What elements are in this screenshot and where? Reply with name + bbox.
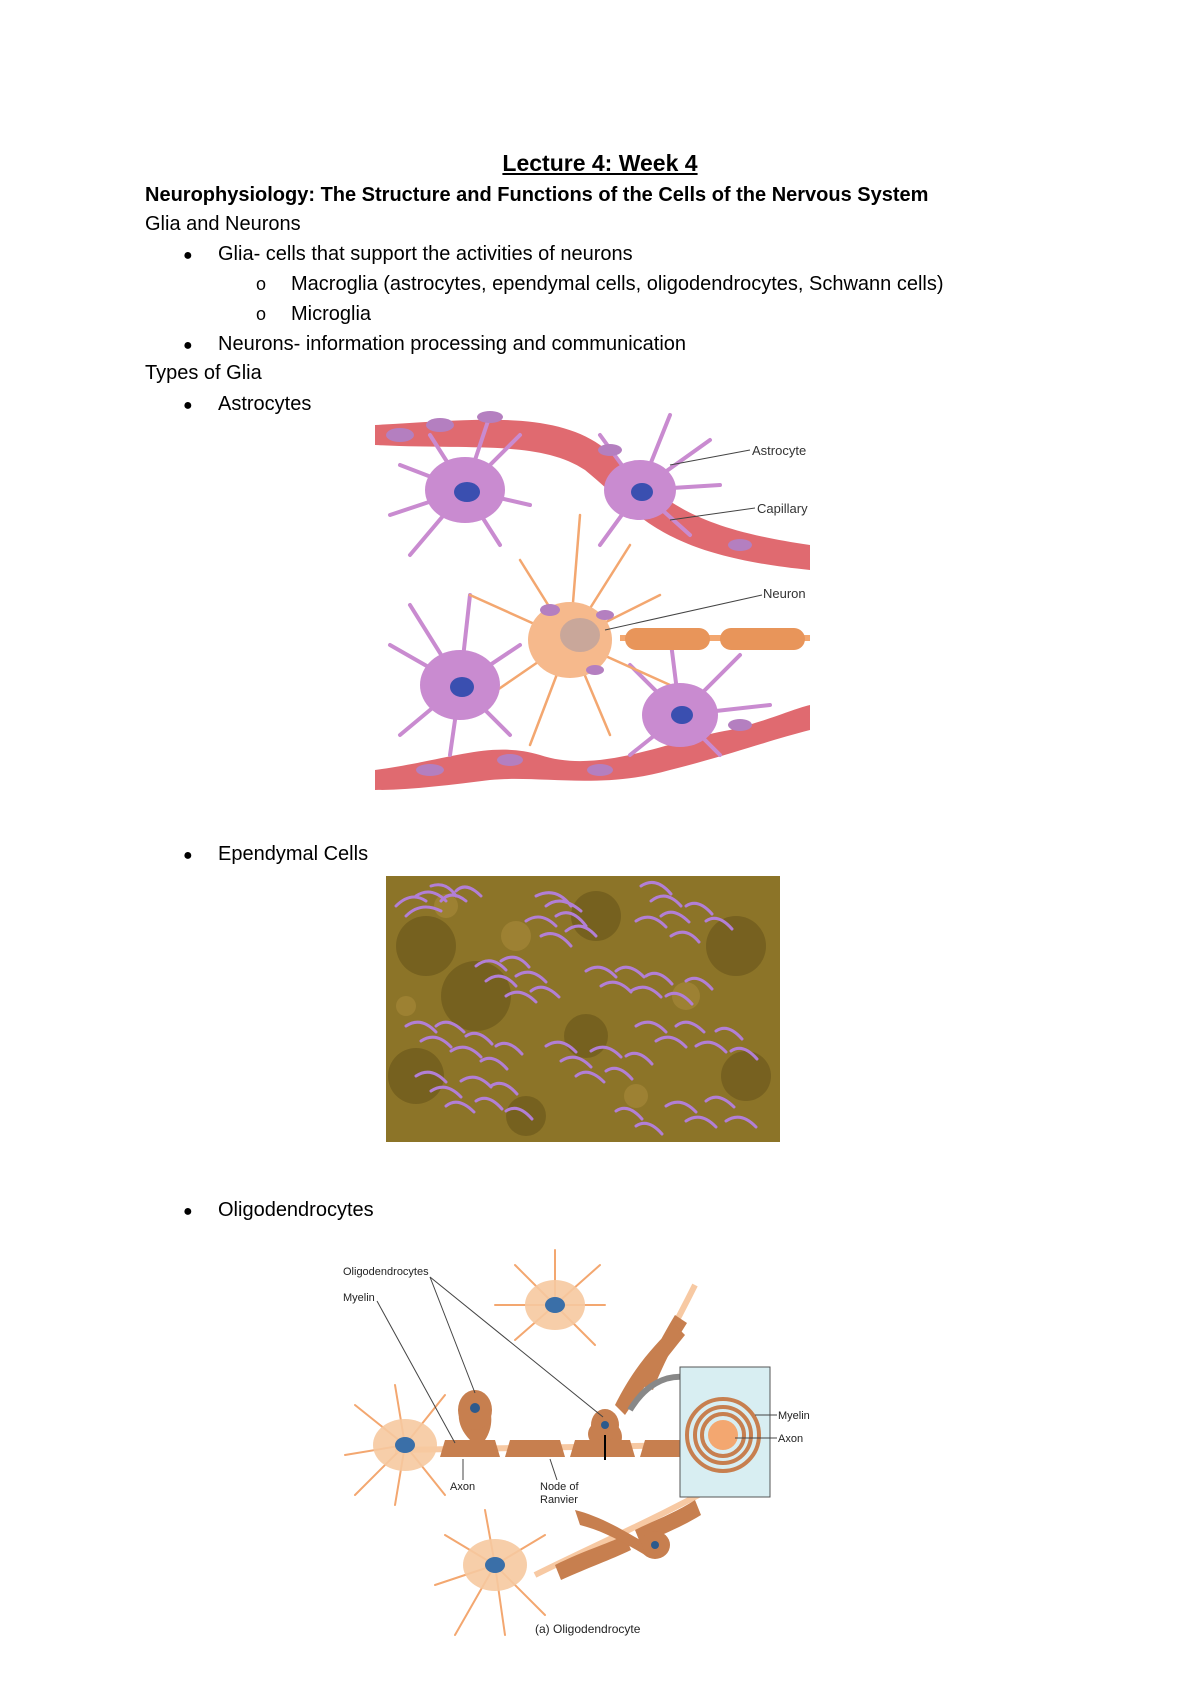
cilia-tufts [394,880,759,1136]
label-axon: Axon [450,1481,475,1493]
sub-bullet-marker: o [256,274,267,294]
bullet-neurons: Neurons- information processing and comm… [218,333,687,355]
myelin-segment [720,628,805,650]
sub-bullet-microglia: Microglia [291,303,372,325]
bullet-dot: ● [183,247,193,264]
page-title: Lecture 4: Week 4 [502,150,698,176]
bullet-ependymal-cells: Ependymal Cells [218,843,369,865]
capillary-top [375,419,810,570]
oligodendrocyte-figure: Oligodendrocytes Myelin Axon Node of Ran… [335,1245,815,1640]
bullet-dot: ● [183,847,193,864]
label-neuron: Neuron [763,586,806,601]
label-astrocyte: Astrocyte [752,443,806,458]
ependymal-cells-figure [386,876,780,1142]
page-subtitle: Neurophysiology: The Structure and Funct… [145,184,929,206]
bullet-glia: Glia- cells that support the activities … [218,243,633,265]
bullet-dot: ● [183,397,193,414]
section-types-of-glia: Types of Glia [145,362,262,384]
label-oligodendrocytes: Oligodendrocytes [343,1266,429,1278]
label-myelin-inset: Myelin [778,1410,810,1422]
astrocyte-figure: Astrocyte Capillary Neuron [370,395,820,815]
bullet-dot: ● [183,337,193,354]
label-capillary: Capillary [757,501,808,516]
label-myelin: Myelin [343,1292,375,1304]
bullet-astrocytes: Astrocytes [218,393,312,415]
label-axon-inset: Axon [778,1433,803,1445]
label-ranvier: Ranvier [540,1494,578,1506]
sub-bullet-macroglia: Macroglia (astrocytes, ependymal cells, … [291,273,944,295]
bullet-oligodendrocytes: Oligodendrocytes [218,1199,374,1221]
label-node-of: Node of [540,1481,579,1493]
myelin-segment [625,628,710,650]
capillary-bottom [375,705,810,790]
figure-caption: (a) Oligodendrocyte [535,1622,641,1636]
bullet-dot: ● [183,1203,193,1220]
section-glia-and-neurons: Glia and Neurons [145,213,301,235]
sub-bullet-marker: o [256,304,267,324]
